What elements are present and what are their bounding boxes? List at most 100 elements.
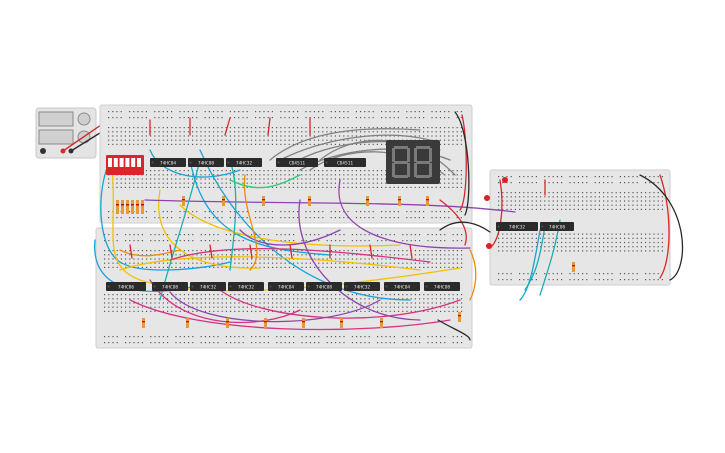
display-segment [416,161,430,164]
jumper-wire[interactable] [229,174,301,189]
resistor [262,196,265,206]
ic-chip-label: 74HC08 [316,285,333,291]
resistor-array [116,200,144,214]
display-segment [394,146,408,149]
resistor-band [141,204,144,206]
jumper-wire[interactable] [269,128,421,161]
resistor-band [131,204,134,206]
jumper-wire[interactable] [219,289,461,319]
resistor [302,318,305,328]
jumper-wire[interactable] [519,229,541,301]
resistor [136,200,139,214]
ic-chip[interactable]: 74HC32 [190,282,226,291]
resistor [186,318,189,328]
ic-chip-label: 74HC32 [354,285,371,291]
jumper-wire[interactable] [169,244,173,259]
display-segment [407,148,410,162]
jumper-wire[interactable] [279,134,431,161]
jumper-wire[interactable] [100,164,231,271]
jumper-wire[interactable] [149,279,301,324]
display-segment [394,175,408,178]
jumper-wire[interactable] [229,159,237,271]
jumper-wire[interactable] [439,221,491,233]
jumper-wire[interactable] [189,159,331,256]
led [486,243,492,249]
jumper-wire[interactable] [199,149,411,301]
ic-chip[interactable]: 74HC04 [268,282,304,291]
resistor-band [121,204,124,206]
jumper-wire[interactable] [469,249,477,301]
jumper-wire[interactable] [149,149,241,178]
jumper-wire[interactable] [209,244,213,259]
jumper-wire[interactable] [369,244,373,259]
ic-chip[interactable]: 74HC08 [306,282,342,291]
jumper-wire[interactable] [119,256,421,271]
ic-chip-label: 74HC08 [434,285,451,291]
ic-chip[interactable]: 74HC32 [228,282,264,291]
ic-chip-label: 74HC32 [238,285,255,291]
ic-chip[interactable]: 74HC86 [106,282,146,291]
jumper-wire[interactable] [129,299,451,331]
ic-chip[interactable]: CD4511 [324,158,366,167]
jumper-wire[interactable] [338,179,471,249]
ic-chip-label: 74HC04 [160,161,177,167]
resistor [182,196,185,206]
dip-switch-toggle[interactable] [119,158,124,167]
resistor [380,318,383,328]
jumper-wire[interactable] [158,189,261,269]
ic-chip-label: 74HC32 [509,225,526,231]
ic-chip-label: 74HC32 [236,161,253,167]
jumper-wire[interactable] [659,174,670,279]
dip-switch-toggle[interactable] [137,158,141,167]
display-segment [414,148,417,162]
dip-switch-toggle[interactable] [125,158,130,167]
ic-chip[interactable]: 74HC04 [150,158,186,167]
resistor [226,318,229,328]
jumper-wire[interactable] [144,199,516,213]
jumper-wire[interactable] [249,244,253,259]
jumper-wire[interactable] [169,247,431,263]
jumper-wire[interactable] [454,111,470,216]
ic-chip[interactable]: 74HC08 [424,282,460,291]
jumper-wire[interactable] [129,244,133,259]
dip-switch-toggle[interactable] [131,158,136,167]
jumper-wire[interactable] [267,117,271,136]
jumper-wire[interactable] [169,291,381,323]
ic-chip-label: 74HC04 [278,285,295,291]
resistor [308,196,311,206]
jumper-wire[interactable] [119,249,181,257]
resistor [366,196,369,206]
resistor [340,318,343,328]
jumper-wire[interactable] [179,204,401,247]
ic-chip[interactable]: 74HC04 [384,282,420,291]
jumper-wire[interactable] [639,174,684,281]
jumper-wire[interactable] [409,244,413,259]
ic-chip[interactable]: 74HC32 [496,222,538,231]
ic-chip[interactable]: CD4511 [276,158,318,167]
jumper-wire[interactable] [239,229,341,246]
ic-chip-label: 74HC08 [198,161,215,167]
ic-chip-label: 74HC32 [200,285,217,291]
display-segment [394,161,408,164]
jumper-wire[interactable] [289,244,293,259]
dip-switch[interactable] [106,155,144,175]
resistor [458,312,461,322]
jumper-wire[interactable] [437,319,471,341]
dip-switch-toggle[interactable] [113,158,118,167]
resistor [222,196,225,206]
seven-segment-display [386,140,440,184]
dip-switch-toggle[interactable] [108,158,112,167]
jumper-wire[interactable] [459,114,467,211]
ic-chip[interactable]: 74HC32 [226,158,262,167]
jumper-wire[interactable] [224,117,231,136]
resistor-band [116,204,119,206]
ic-chip[interactable]: 74HC32 [344,282,380,291]
ic-chip[interactable]: 74HC08 [188,158,224,167]
ic-chip[interactable]: 74HC08 [152,282,188,291]
jumper-wire[interactable] [243,174,258,271]
ic-chip[interactable]: 74HC08 [540,222,574,231]
jumper-wire[interactable] [524,224,546,291]
display-segment [416,146,430,149]
ic-chip-label: 74HC08 [162,285,179,291]
